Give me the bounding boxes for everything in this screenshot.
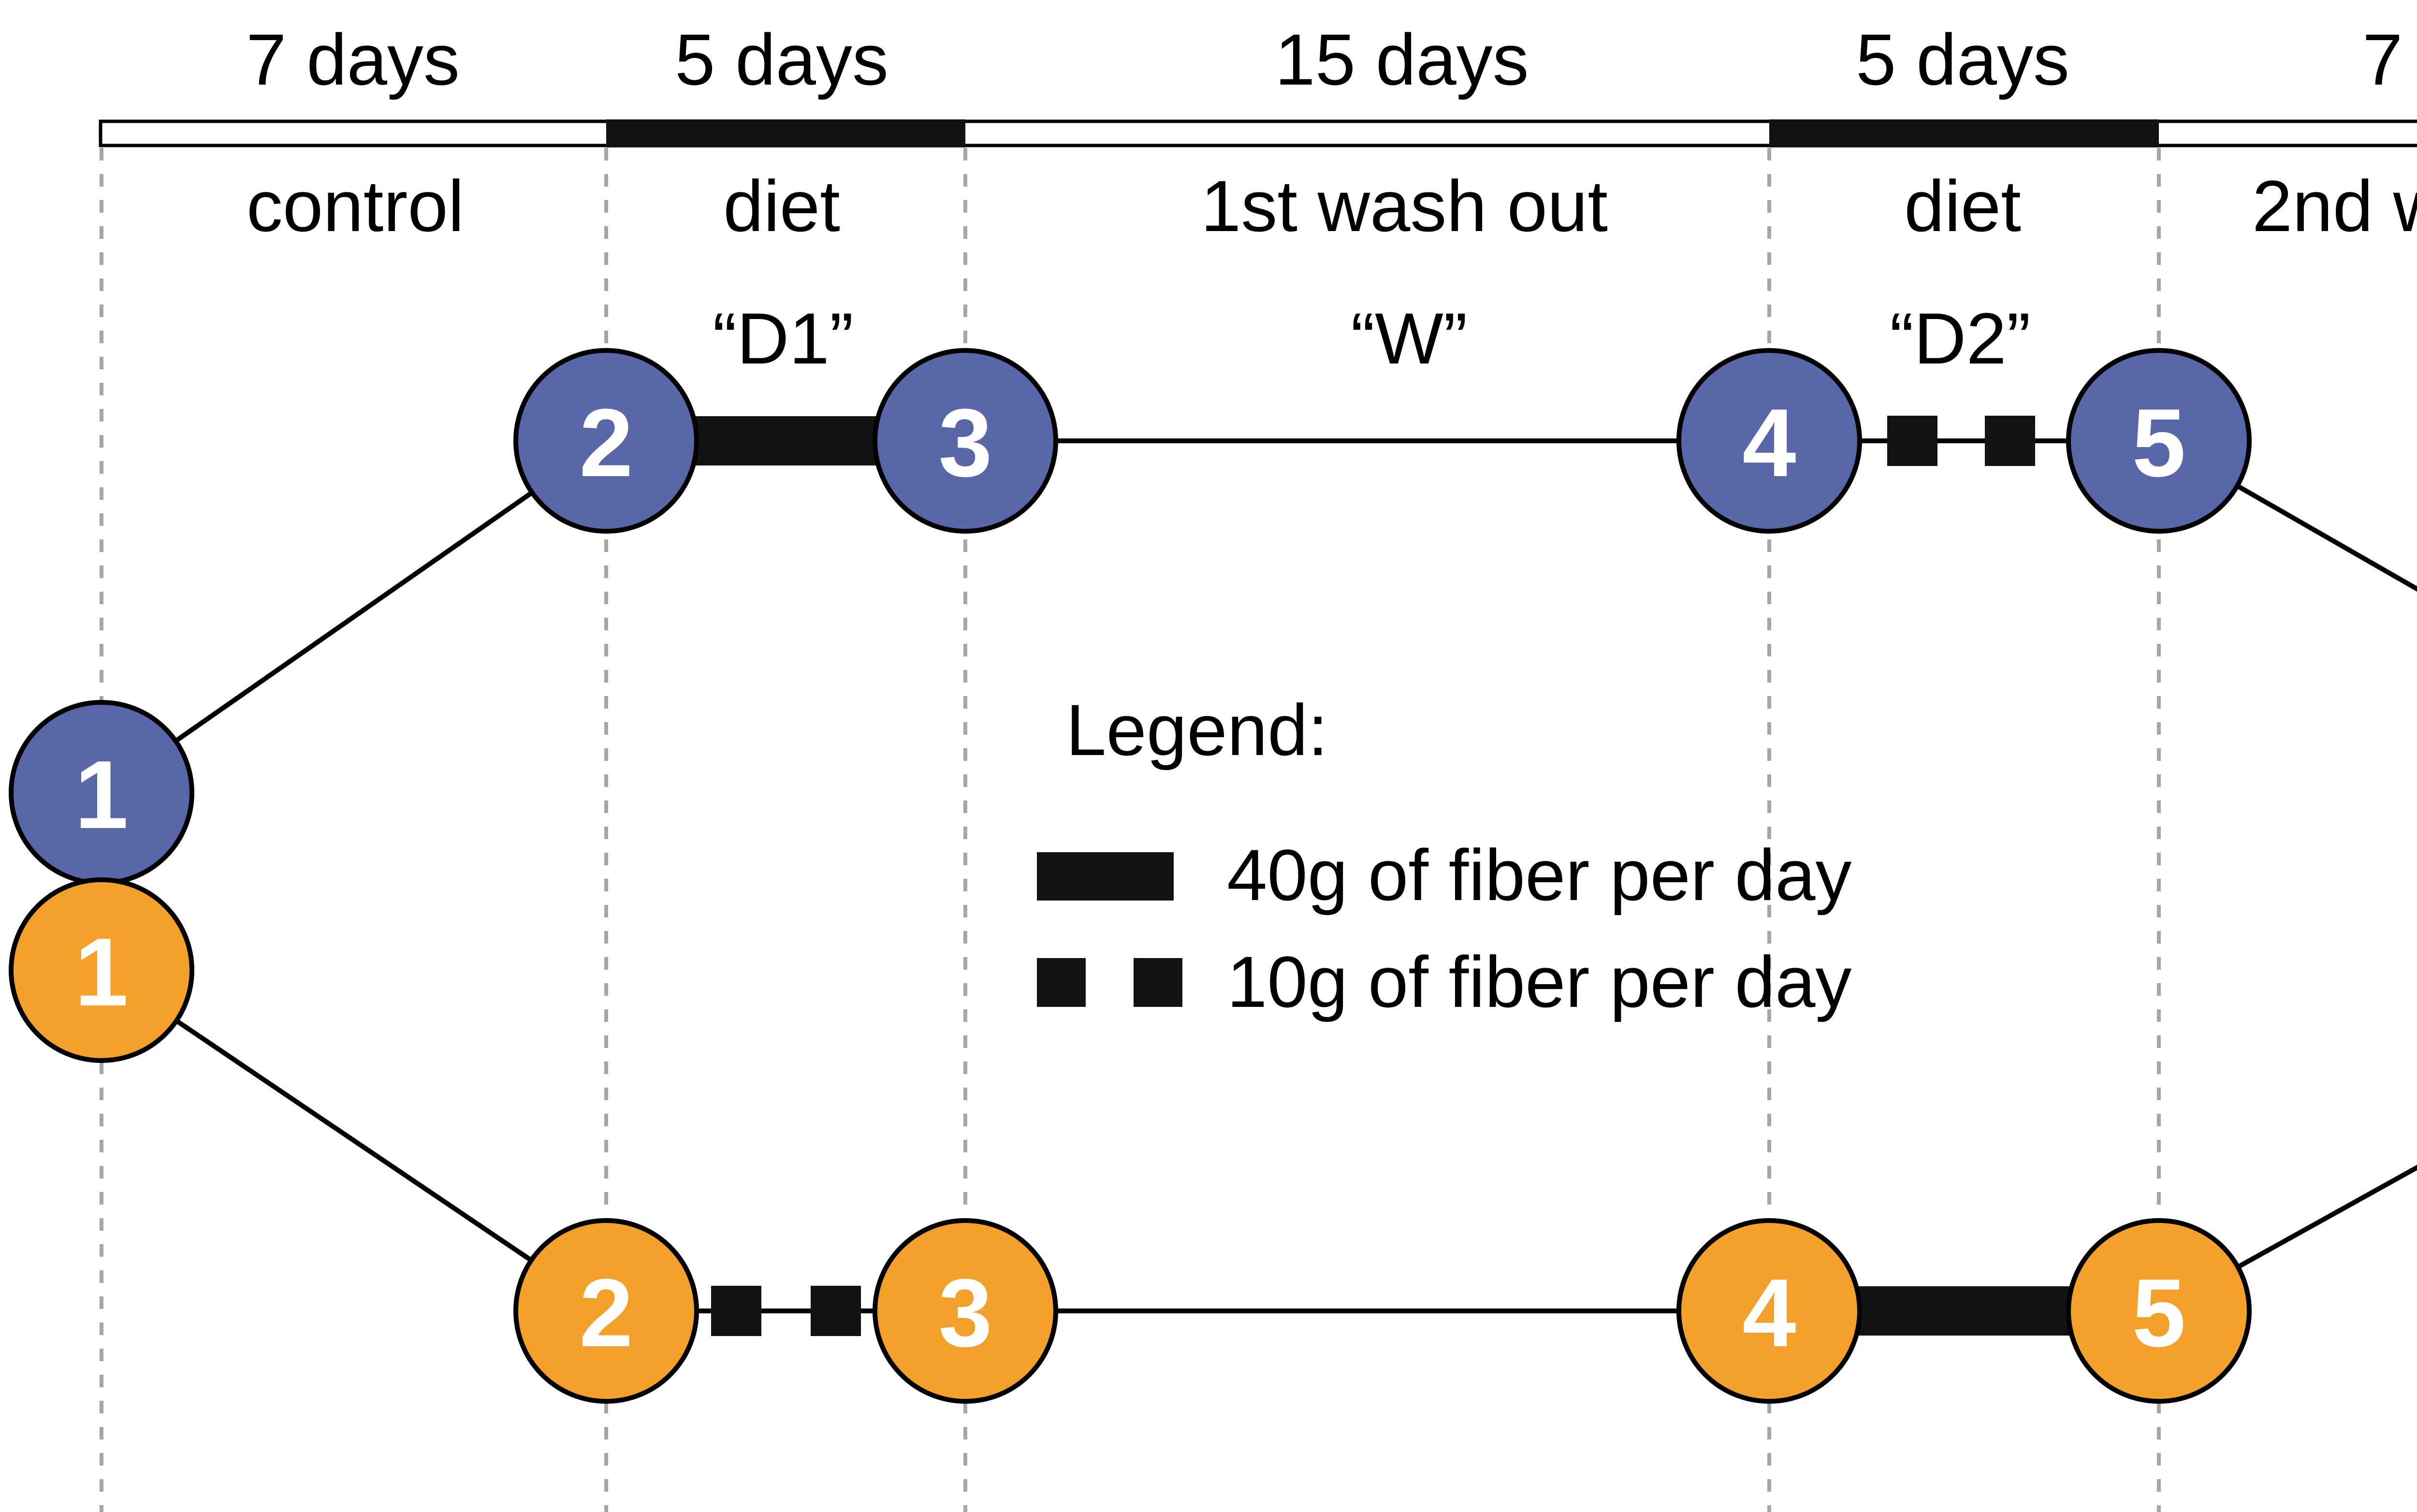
duration-label-diet2: 5 days bbox=[1856, 19, 2069, 100]
phase-label-washout2: 2nd wash out bbox=[2252, 165, 2417, 247]
visit-number-blue-1: 1 bbox=[74, 741, 128, 849]
visit-number-orange-4: 4 bbox=[1742, 1259, 1796, 1367]
visit-number-blue-5: 5 bbox=[2132, 389, 2185, 497]
legend-title: Legend: bbox=[1066, 689, 1328, 771]
phase-label-diet2: diet bbox=[1904, 165, 2021, 247]
visit-node-blue-4 bbox=[1676, 348, 1862, 534]
visit-number-blue-2: 2 bbox=[579, 389, 633, 497]
visit-node-orange-2 bbox=[513, 1218, 699, 1404]
visit-node-orange-5 bbox=[2066, 1218, 2252, 1404]
phase-label-washout1: 1st wash out bbox=[1201, 165, 1608, 247]
connector-bottom-1-2 bbox=[100, 968, 608, 1313]
code-label-d2: “D2” bbox=[1890, 298, 2031, 379]
code-label-w: “W” bbox=[1351, 298, 1467, 379]
visit-node-blue-3 bbox=[873, 348, 1058, 534]
diet-segment-2 bbox=[1769, 119, 2159, 147]
low-fiber-square-top-2 bbox=[1985, 416, 2035, 466]
duration-label-washout1: 15 days bbox=[1275, 19, 1529, 100]
visit-number-orange-2: 2 bbox=[579, 1259, 633, 1367]
visit-node-orange-3 bbox=[873, 1218, 1058, 1404]
visit-node-orange-4 bbox=[1676, 1218, 1862, 1404]
visit-number-orange-3: 3 bbox=[938, 1259, 992, 1367]
legend-swatch-10g-square-1 bbox=[1037, 958, 1086, 1007]
duration-label-diet1: 5 days bbox=[675, 19, 888, 100]
visit-number-orange-1: 1 bbox=[74, 918, 128, 1026]
visit-number-blue-4: 4 bbox=[1742, 389, 1796, 497]
legend-swatch-10g-square-2 bbox=[1134, 958, 1182, 1007]
low-fiber-square-top-1 bbox=[1887, 416, 1937, 466]
legend: Legend: 40g of fiber per day 10g of fibe… bbox=[1037, 689, 1852, 1022]
visit-node-blue-2 bbox=[513, 348, 699, 534]
code-label-d1: “D1” bbox=[713, 298, 854, 379]
connector-bottom-5-6 bbox=[2157, 1164, 2417, 1313]
visit-node-blue-5 bbox=[2066, 348, 2252, 534]
phase-label-control: control bbox=[247, 165, 464, 247]
visit-number-blue-3: 3 bbox=[938, 389, 992, 497]
visit-node-orange-1 bbox=[9, 877, 194, 1063]
low-fiber-square-bottom-1 bbox=[711, 1286, 761, 1336]
bottom-arm-nodes: 1 2 3 4 5 6 bbox=[9, 877, 2252, 1404]
low-fiber-square-bottom-2 bbox=[811, 1286, 861, 1336]
legend-swatch-40g-bar bbox=[1037, 852, 1174, 901]
phase-label-diet1: diet bbox=[723, 165, 840, 247]
top-arm-nodes: 1 2 3 4 5 6 bbox=[9, 348, 2252, 886]
diet-segment-1 bbox=[606, 119, 965, 147]
legend-label-10g: 10g of fiber per day bbox=[1227, 941, 1852, 1022]
visit-number-orange-5: 5 bbox=[2132, 1259, 2185, 1367]
connector-top-1-2 bbox=[100, 438, 608, 795]
legend-label-40g: 40g of fiber per day bbox=[1227, 834, 1852, 916]
arm-connectors bbox=[100, 438, 2417, 1313]
duration-label-washout2: 7 days bbox=[2362, 19, 2417, 100]
duration-label-control: 7 days bbox=[246, 19, 460, 100]
connector-top-5-6 bbox=[2157, 438, 2417, 592]
